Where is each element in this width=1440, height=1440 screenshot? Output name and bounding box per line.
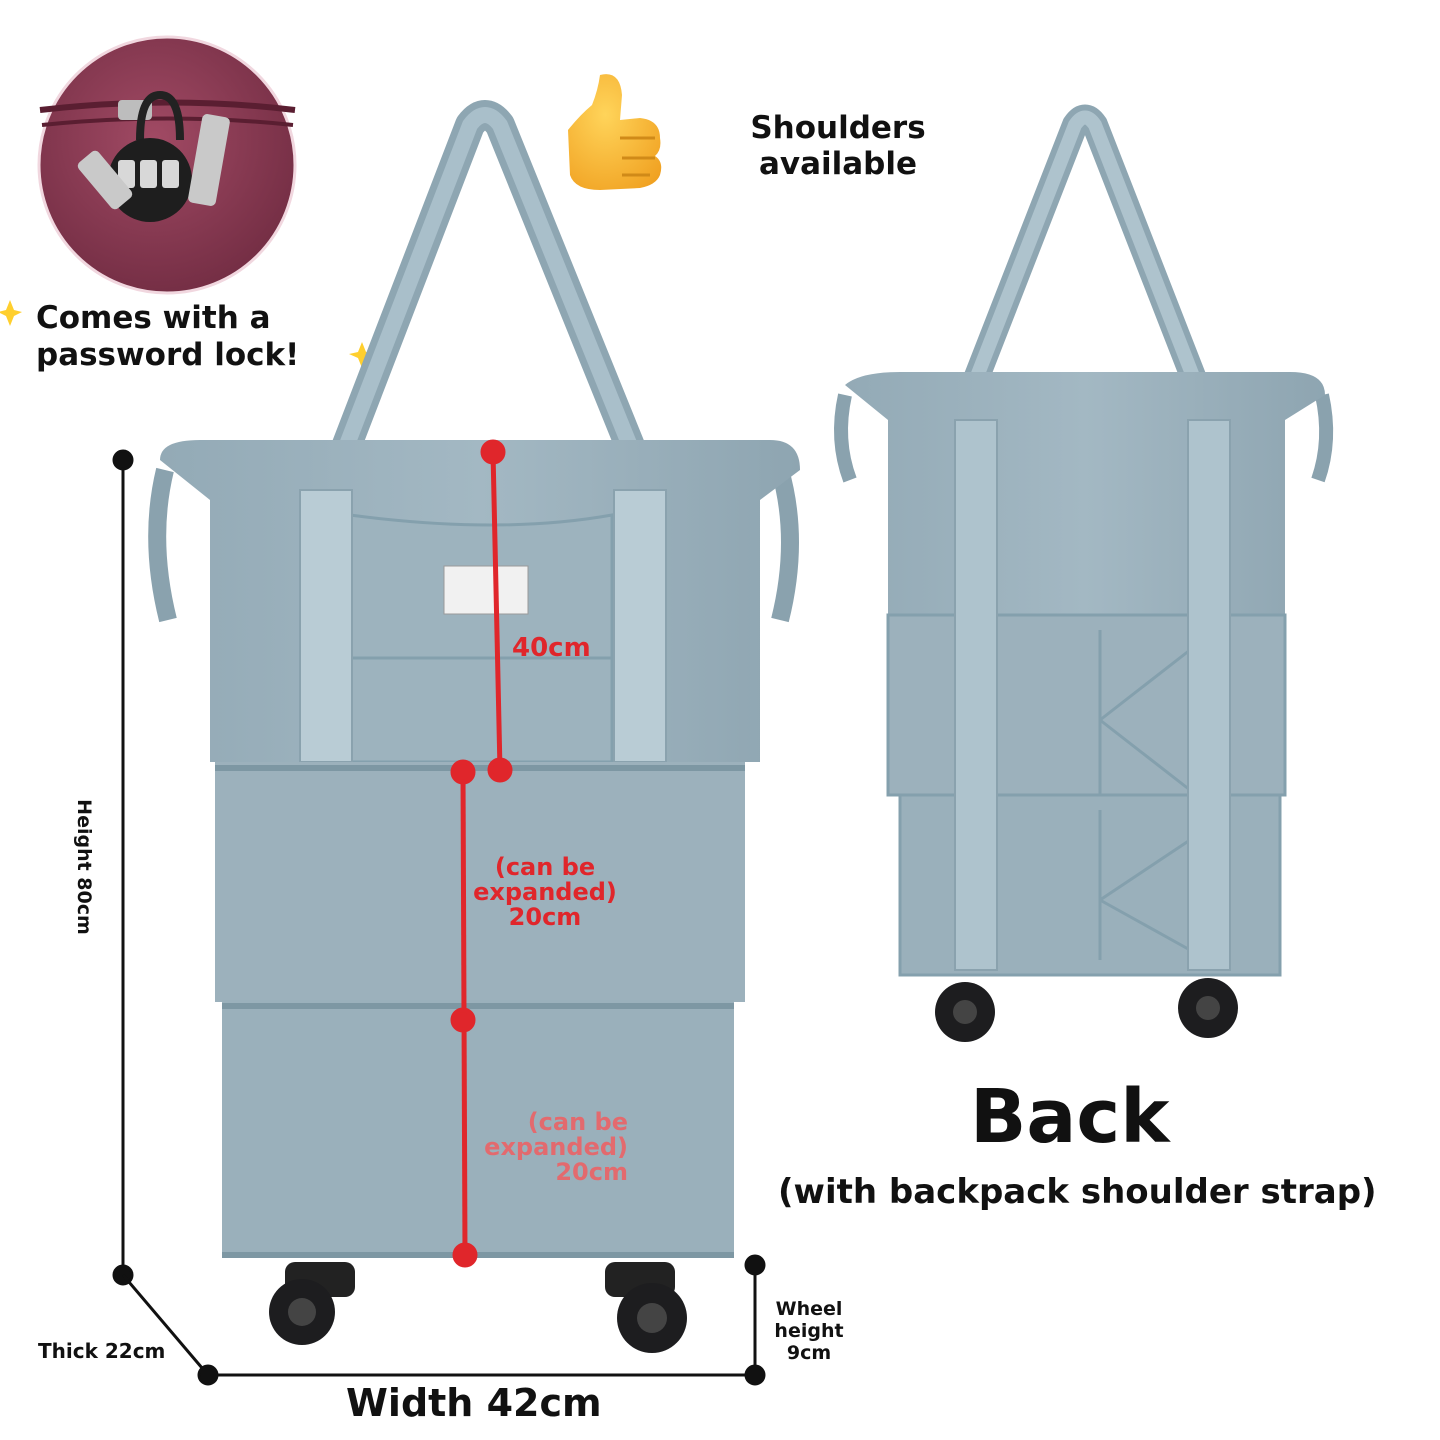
wheel-line3: 9cm <box>786 1342 832 1364</box>
height-label: Height 80cm <box>73 799 95 935</box>
expand2-line2: expanded) <box>484 1133 628 1161</box>
red-measure-lines <box>450 439 513 1268</box>
sparkle-icon-2 <box>349 342 375 368</box>
brand-label <box>443 565 529 615</box>
back-subtitle: (with backpack shoulder strap) <box>778 1172 1377 1212</box>
lock-text-line1: Comes with a <box>36 300 271 336</box>
expand1-line3: 20cm <box>508 903 582 931</box>
dimension-lines <box>112 449 766 1386</box>
thumbs-up-icon <box>568 74 662 190</box>
front-bag <box>148 100 800 1353</box>
width-label: Width 42cm <box>346 1381 602 1425</box>
back-wheels <box>935 978 1238 1042</box>
expand-label-2: (can be expanded) 20cm <box>478 1110 628 1185</box>
wheel-line1: Wheel <box>775 1298 843 1320</box>
top-section-label: 40cm <box>512 633 591 663</box>
wheel-height-label: Wheel height 9cm <box>768 1298 850 1364</box>
sparkle-icon <box>0 300 22 326</box>
back-title: Back <box>970 1074 1170 1160</box>
expand1-line1: (can be <box>494 853 596 881</box>
back-bag <box>834 104 1334 1042</box>
expand2-line3: 20cm <box>555 1158 628 1186</box>
shoulders-line2: available <box>758 146 918 182</box>
thick-label: Thick 22cm <box>38 1339 166 1363</box>
expand1-line2: expanded) <box>473 878 617 906</box>
lock-text-line2: password lock! <box>36 337 300 373</box>
front-wheels <box>269 1262 687 1353</box>
shoulders-line1: Shoulders <box>750 110 926 146</box>
shoulders-text: Shoulders available <box>748 110 928 182</box>
expand2-line1: (can be <box>527 1108 628 1136</box>
wheel-line2: height <box>774 1320 844 1342</box>
lock-feature-text: Comes with a password lock! <box>36 300 299 374</box>
password-lock-inset <box>37 35 297 295</box>
expand-label-1: (can be expanded) 20cm <box>470 855 620 930</box>
